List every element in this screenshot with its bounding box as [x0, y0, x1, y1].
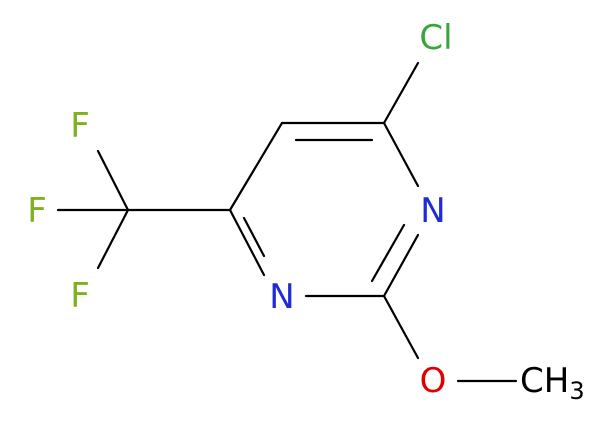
bond-n3-c4 [228, 208, 266, 277]
methyl-label-subscript: 3 [569, 377, 584, 405]
nitrogen-label-bottom: N [269, 277, 294, 317]
bond-c2-o [382, 294, 420, 360]
bond-n1-c2 [382, 233, 420, 298]
fluorine-label-top: F [70, 106, 90, 146]
methyl-label: CH3 [520, 361, 585, 405]
bond-c6-n1 [382, 121, 420, 188]
bond-c6-cl [382, 61, 420, 125]
oxygen-label: O [420, 361, 447, 401]
methyl-label-main: CH [520, 361, 569, 401]
fluorine-label-bottom: F [70, 276, 90, 316]
bonds [56, 61, 518, 383]
fluorine-label-left: F [27, 191, 47, 231]
nitrogen-label-right: N [420, 191, 445, 231]
bond-c4-c5 [228, 121, 284, 212]
bond-n3-c4-inner [242, 216, 266, 258]
bond-cf3-f-bottom [96, 208, 130, 270]
bond-cf3-f-top [96, 149, 130, 212]
atom-labels: Cl N N O F F F CH3 [27, 18, 584, 405]
chlorine-label: Cl [419, 18, 452, 58]
bond-n1-c2-inner [370, 223, 406, 283]
